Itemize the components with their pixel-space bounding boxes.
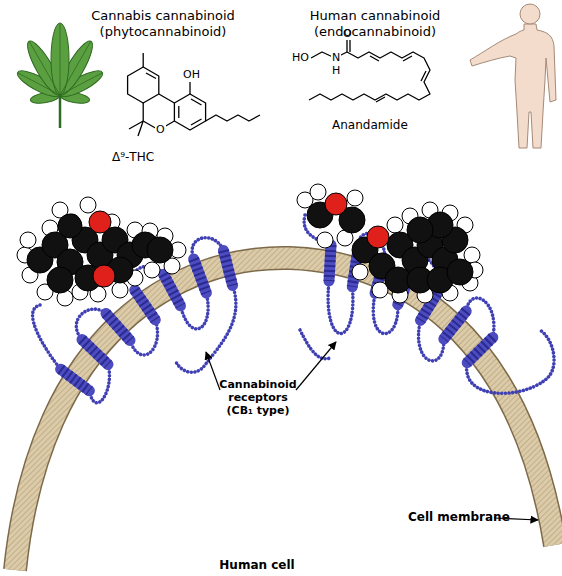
structure-label: Cell membrane [408,510,510,524]
region-label: Human cell [207,558,307,572]
atom-label: HO [292,51,309,64]
source-heading: Cannabis cannabinoid (phytocannabinoid) [88,8,238,39]
cell-membrane [15,258,555,570]
source-heading: Human cannabinoid (endocannabinoid) [300,8,450,39]
thc-structure [128,53,260,136]
human-figure [470,4,556,148]
molecule-name: Δ⁹-THC [112,150,154,164]
cb1-receptor [300,215,554,393]
leader-line [206,342,538,520]
thc-space-filling-model [17,197,186,306]
atom-label: O [155,123,166,136]
atom-label: O [343,27,352,40]
atom-label: H [332,64,340,77]
cb1-receptor [33,238,236,403]
cannabis-leaf [14,23,105,128]
molecule-name: Anandamide [332,118,408,132]
anandamide-space-filling-model [297,184,483,303]
atom-label: OH [183,68,200,81]
anandamide-structure [309,40,430,102]
atom-label: N [331,51,341,64]
structure-label: Cannabinoid receptors (CB₁ type) [215,378,301,418]
